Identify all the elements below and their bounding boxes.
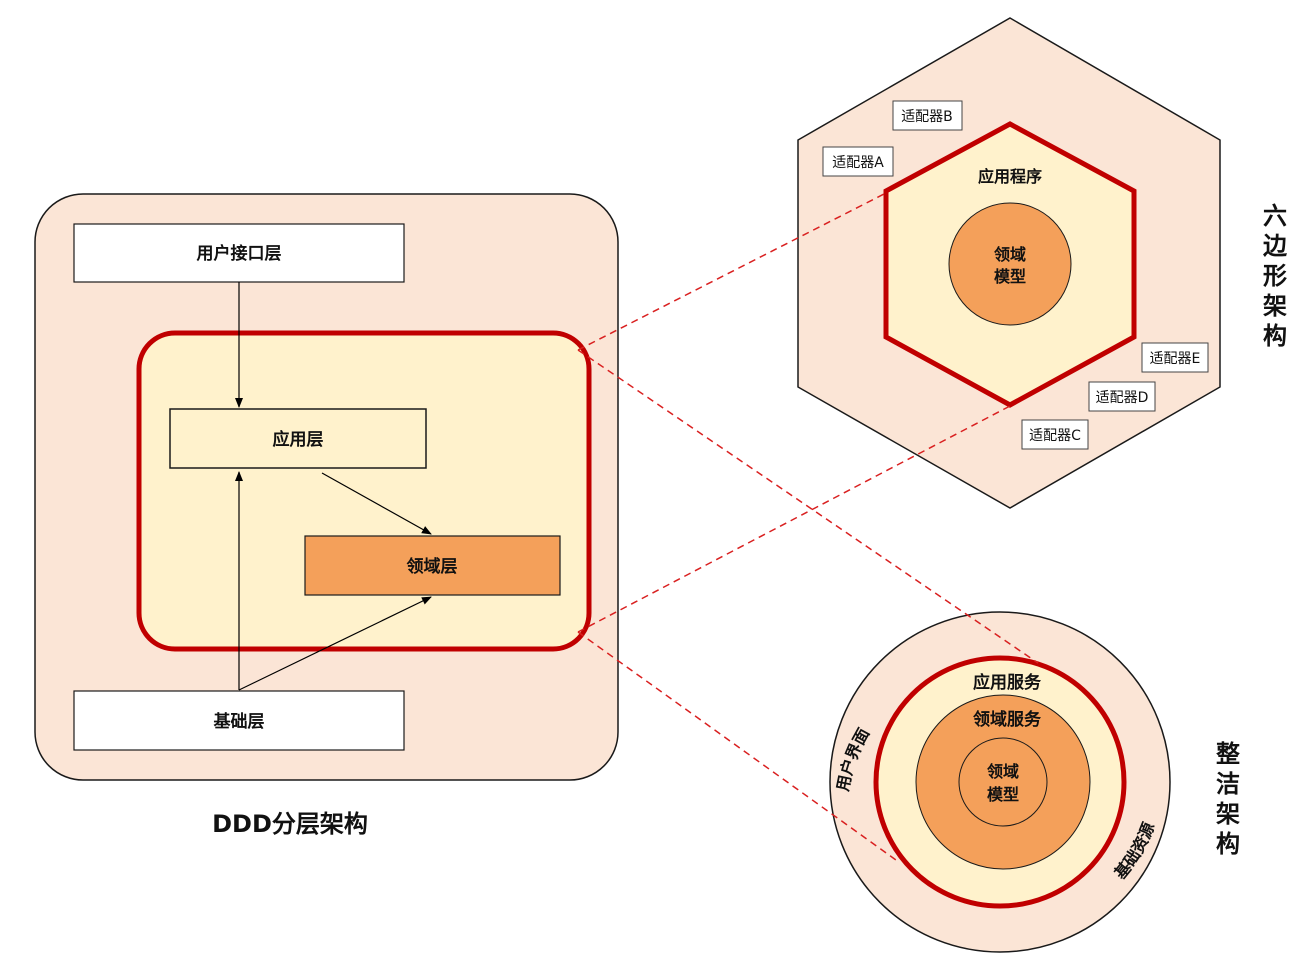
clean-title-char-1: 整: [1216, 740, 1240, 768]
clean-title-char-2: 洁: [1216, 770, 1240, 798]
clean-title: 整 洁 架 构: [1216, 740, 1240, 858]
adapter-d-box: [1088, 381, 1156, 412]
domain-layer-box: [304, 535, 561, 596]
adapter-c-label: 适配器C: [1029, 428, 1081, 444]
hexagonal-title: 六 边 形 架 构: [1263, 202, 1288, 350]
hexagonal-title-char-4: 架: [1263, 292, 1287, 320]
ddd-layered-architecture: 用户接口层 应用层 领域层 基础层 DDD分层架构: [34, 193, 619, 838]
ddd-title: DDD分层架构: [212, 810, 368, 838]
hexagon-domain-model-line2: 模型: [994, 267, 1026, 286]
hexagon-domain-model-circle: [948, 202, 1072, 326]
mapping-line-bottom-to-clean: [577, 631, 897, 861]
mapping-lines: [577, 192, 1039, 861]
clean-title-char-4: 构: [1216, 830, 1240, 858]
clean-domain-model-line1: 领域: [987, 762, 1019, 781]
arrow-infrastructure-to-domain: [238, 596, 432, 691]
adapter-b-label: 适配器B: [901, 109, 953, 125]
hexagon-domain-model-line1: 领域: [994, 245, 1026, 264]
hexagonal-architecture: 应用程序 领域 模型 适配器B 适配器A 适配器E 适配器D 适配器C 六 边 …: [797, 17, 1288, 509]
hexagon-application-label: 应用程序: [978, 167, 1042, 186]
user-interface-layer-box: [73, 223, 405, 283]
adapter-a-label: 适配器A: [832, 155, 884, 171]
application-layer-label: 应用层: [273, 429, 324, 450]
clean-domain-model-line2: 模型: [987, 785, 1019, 804]
infrastructure-layer-box: [73, 690, 405, 751]
application-layer-box: [169, 408, 427, 469]
clean-domain-services-label: 领域服务: [973, 709, 1042, 730]
adapter-e-label: 适配器E: [1150, 351, 1201, 367]
hexagonal-title-char-5: 构: [1263, 322, 1287, 350]
hexagonal-title-char-1: 六: [1263, 202, 1287, 230]
adapter-c-box: [1021, 419, 1089, 450]
mapping-line-bottom-to-hexagon: [577, 405, 1011, 633]
arrow-application-to-domain: [321, 472, 432, 535]
clean-application-services-label: 应用服务: [973, 672, 1042, 693]
adapter-e-box: [1141, 342, 1209, 373]
clean-domain-model-circle: [958, 737, 1048, 827]
hexagonal-title-char-2: 边: [1263, 232, 1288, 260]
ddd-core-highlight: [136, 330, 592, 652]
mapping-line-top-to-hexagon: [577, 192, 887, 351]
mapping-line-top-to-clean: [577, 349, 1039, 664]
adapter-b-box: [892, 100, 963, 131]
infrastructure-layer-label: 基础层: [213, 711, 265, 732]
adapter-d-label: 适配器D: [1096, 390, 1149, 406]
clean-title-char-3: 架: [1216, 800, 1240, 828]
domain-layer-label: 领域层: [407, 556, 458, 577]
clean-architecture: 应用服务 领域服务 领域 模型 用户界面 基础资源 整 洁 架 构: [829, 611, 1240, 953]
adapter-a-box: [822, 146, 894, 177]
user-interface-layer-label: 用户接口层: [197, 243, 282, 264]
hexagonal-title-char-3: 形: [1263, 262, 1287, 290]
